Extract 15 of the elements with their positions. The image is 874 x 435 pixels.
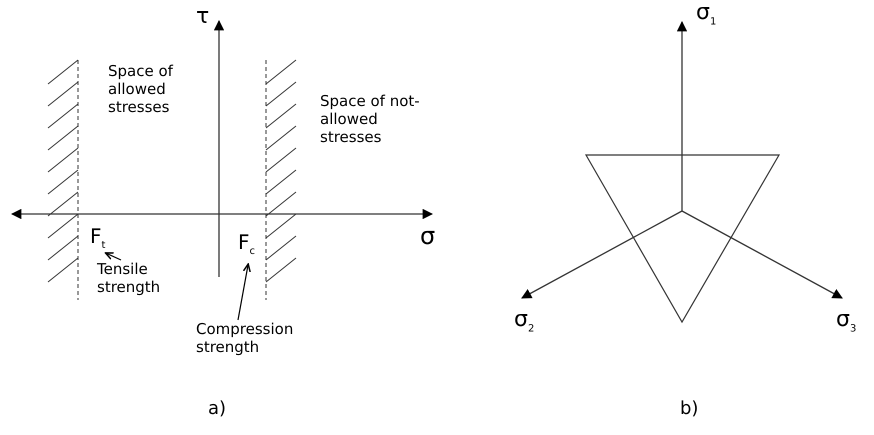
leader-arrow	[237, 263, 251, 320]
strength-symbol: F$_{t}$	[90, 224, 106, 258]
axis-label: τ	[196, 4, 210, 30]
strength-symbol: F$_{c}$	[238, 230, 256, 264]
axis-label: σ	[420, 222, 436, 250]
leader-text: Compression strength	[196, 320, 316, 356]
panel-label: b)	[680, 398, 698, 420]
leader-arrow	[104, 252, 122, 261]
region-label: Space of allowed stresses	[108, 62, 174, 116]
leader-text: Tensile strength	[97, 260, 177, 296]
axis-label: σ$_{1}$	[696, 0, 716, 30]
axis-label: σ$_{3}$	[836, 307, 856, 336]
region-label: Space of not-allowed stresses	[320, 92, 421, 146]
axis-label: σ$_{2}$	[514, 307, 534, 336]
panel-label: a)	[208, 398, 226, 420]
